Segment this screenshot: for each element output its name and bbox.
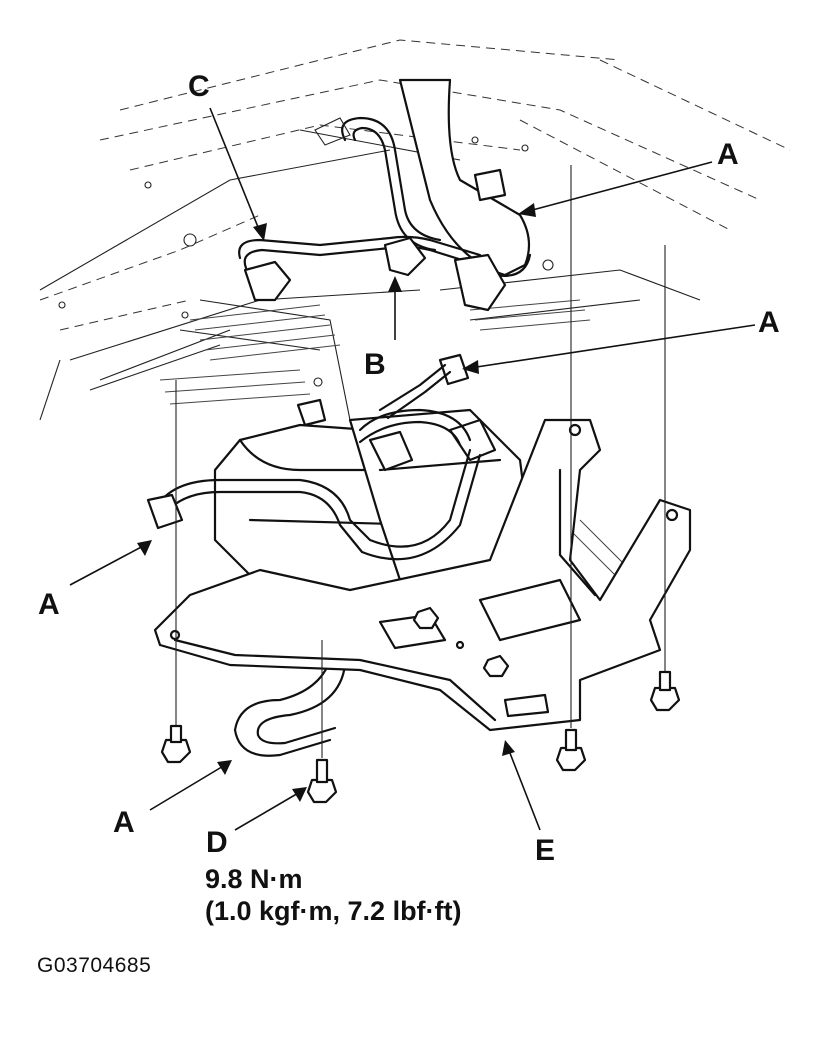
mounting-bracket bbox=[153, 418, 692, 732]
callout-d: D bbox=[206, 826, 228, 859]
callout-e: E bbox=[535, 834, 556, 867]
leader-lines bbox=[69, 107, 756, 831]
callout-a-bottom: A bbox=[113, 806, 135, 839]
callout-a-left: A bbox=[38, 588, 60, 621]
hose-clamps bbox=[243, 168, 507, 427]
canister-hoses bbox=[146, 363, 482, 561]
floor-holes bbox=[58, 117, 554, 387]
callout-a-top: A bbox=[717, 138, 739, 171]
figure-id: G03704685 bbox=[37, 954, 152, 977]
torque-spec-metric: 9.8 N·m bbox=[205, 864, 303, 894]
bracket-nuts bbox=[412, 606, 510, 678]
lower-hose-loop bbox=[233, 658, 347, 757]
callout-a-right: A bbox=[758, 306, 780, 339]
torque-spec-alternate: (1.0 kgf·m, 7.2 lbf·ft) bbox=[205, 896, 462, 926]
evap-canister bbox=[213, 408, 532, 597]
callout-c: C bbox=[188, 70, 210, 103]
mounting-bolts bbox=[160, 165, 681, 804]
callout-b: B bbox=[364, 348, 386, 381]
